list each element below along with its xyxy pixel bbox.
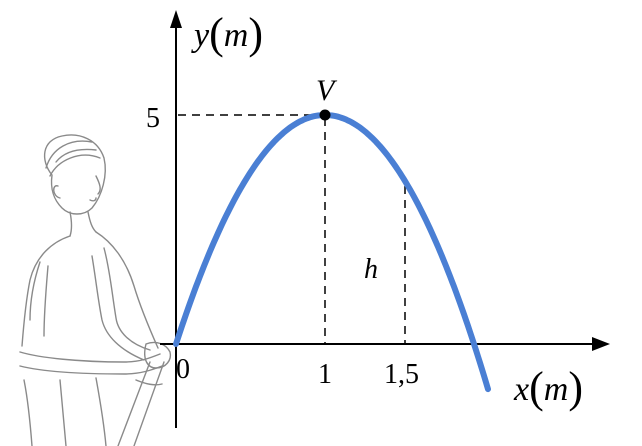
origin-label: 0	[176, 354, 190, 385]
axes	[160, 22, 596, 428]
y-axis-arrow-icon	[170, 10, 182, 28]
guide-lines	[178, 114, 406, 344]
x-axis-arrow-icon	[592, 337, 610, 351]
person-illustration	[19, 134, 172, 446]
y-tick-5: 5	[146, 103, 160, 134]
vertex-point	[319, 109, 331, 121]
x-tick-1: 1	[318, 359, 332, 390]
vertex-label: V	[316, 74, 338, 107]
height-label: h	[364, 254, 378, 285]
y-axis-title: y(m)	[191, 9, 263, 58]
x-tick-1-5: 1,5	[384, 359, 419, 390]
x-axis-title: x(m)	[513, 363, 583, 412]
parabola-curve	[173, 112, 491, 393]
